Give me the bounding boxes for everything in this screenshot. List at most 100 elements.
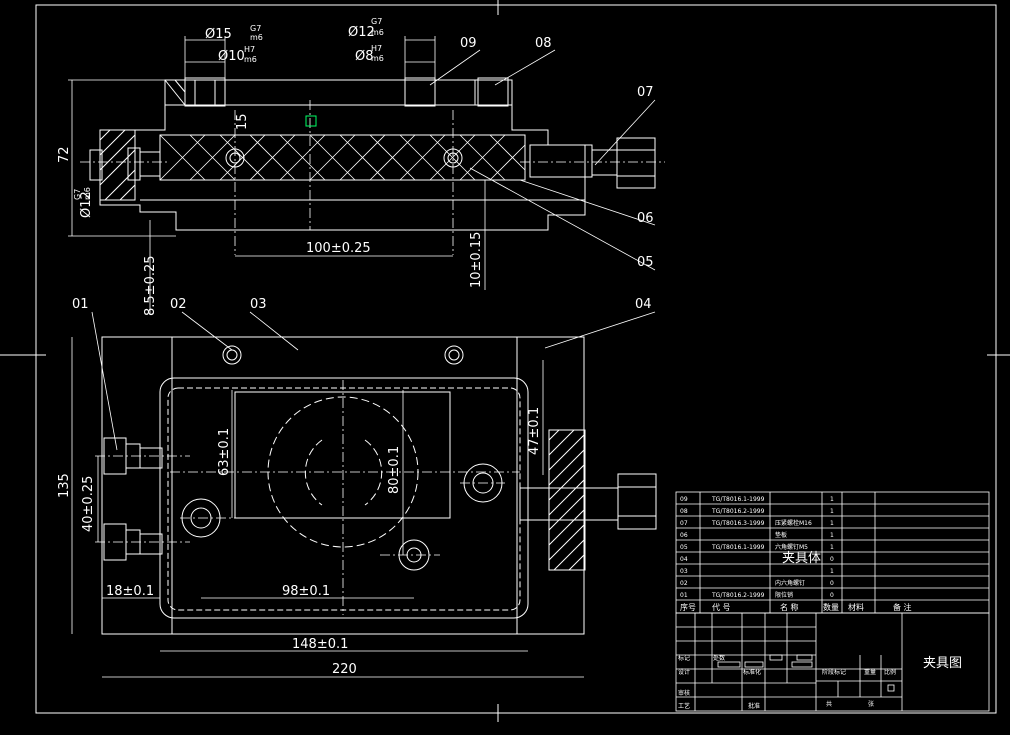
bom-header-no: 序号 (680, 602, 696, 612)
bom-cell-no: 06 (680, 532, 688, 539)
bom-cell-code: TG/T8016.2-1999 (711, 592, 765, 599)
bom-cell-qty: 1 (830, 532, 834, 539)
bom-cell-no: 03 (680, 568, 688, 575)
bom-header-material: 材料 (848, 602, 864, 612)
bom-cell-qty: 1 (830, 508, 834, 515)
dim-w148: 148±0.1 (292, 637, 348, 652)
dim-d12: Ø12 (348, 25, 375, 40)
bom-cell-code: TG/T8016.1-1999 (711, 496, 765, 503)
bom-cell-no: 02 (680, 580, 688, 587)
dim-d8-tol-bot: m6 (371, 54, 384, 63)
bom-cell-name: 内六角螺钉 (775, 579, 805, 587)
tb-zhang: 张 (868, 700, 874, 708)
title-block (675, 612, 990, 712)
dim-v63: 63±0.1 (217, 428, 232, 476)
callout-01: 01 (72, 297, 89, 312)
bom-cell-name: 垫板 (775, 531, 787, 539)
crosshatch (159, 134, 526, 181)
dim-d15: Ø15 (205, 27, 232, 42)
bom-cell-name: 压紧螺栓M16 (775, 519, 812, 527)
dim-w220: 220 (332, 662, 357, 677)
dim-d10-tol-top: H7 (244, 45, 255, 54)
tb-zhongliang: 重量 (864, 668, 876, 676)
dim-w18: 18±0.1 (106, 584, 154, 599)
tb-jieduan: 阶段标记 (822, 668, 846, 676)
tb-chuke: 处数 (713, 654, 725, 662)
callout-09: 09 (460, 36, 477, 51)
workpiece-section (159, 134, 526, 181)
bom-cell-qty: 1 (830, 544, 834, 551)
dim-v8-5: 8.5±0.25 (143, 255, 158, 316)
tb-biaoji: 标记 (678, 654, 690, 662)
tb-pizhun: 批准 (748, 702, 760, 710)
dim-d15-tol-bot: m6 (250, 33, 263, 42)
bom-headers: 序号 代 号 名 称 数量 材料 备 注 (680, 602, 912, 612)
tb-sheji: 设计 (678, 668, 690, 676)
drawing-title: 夹具图 (923, 656, 962, 671)
tb-gong: 共 (826, 700, 832, 708)
dim-w100: 100±0.25 (306, 241, 371, 256)
callout-04: 04 (635, 297, 652, 312)
bom-cell-no: 01 (680, 592, 688, 599)
callout-labels: 01 02 03 04 05 06 07 08 09 (72, 36, 654, 312)
leader-lines (91, 49, 656, 451)
callout-06: 06 (637, 211, 654, 226)
bom-header-code: 代 号 (712, 602, 731, 612)
tb-shenhe: 审核 (678, 689, 690, 697)
bom-cell-code: TG/T8016.3-1999 (711, 520, 765, 527)
bom-cell-no: 07 (680, 520, 688, 527)
snap-marker (305, 115, 317, 127)
dim-d12-side-tol-bot: m6 (83, 187, 92, 200)
dim-v40: 40±0.25 (81, 476, 96, 532)
title-block-text: 标记 处数 设计 标准化 阶段标记 重量 比例 审核 工艺 批准 共 张 (678, 654, 896, 710)
bom-table (675, 491, 990, 614)
tb-gongyi: 工艺 (678, 702, 690, 710)
dim-d10-tol-bot: m6 (244, 55, 257, 64)
bom-header-name: 名 称 (780, 602, 799, 612)
bom-cell-qty: 0 (830, 556, 834, 563)
centerlines-top (80, 100, 665, 255)
dim-h15: 15 (235, 113, 250, 130)
callout-07: 07 (637, 85, 654, 100)
bom-cell-code: TG/T8016.1-1999 (711, 544, 765, 551)
dim-d12-tol-bot: m6 (371, 28, 384, 37)
dim-h135: 135 (57, 473, 72, 498)
bom-cell-qty: 0 (830, 580, 834, 587)
dim-d12-side-tol-top: G7 (73, 189, 82, 200)
section-view (89, 77, 656, 231)
bom-cell-no: 09 (680, 496, 688, 503)
bom-cell-name: 六角螺钉M5 (775, 543, 808, 551)
dim-d10: Ø10 (218, 49, 245, 64)
dim-d15-tol-top: G7 (250, 24, 261, 33)
bom-cell-qty: 0 (830, 592, 834, 599)
dim-v80: 80±0.1 (387, 446, 402, 494)
big-label: 夹具体 (782, 551, 821, 566)
dim-d12-tol-top: G7 (371, 17, 382, 26)
callout-03: 03 (250, 297, 267, 312)
dimension-lines (68, 36, 584, 678)
tb-bili: 比例 (884, 668, 896, 676)
callout-08: 08 (535, 36, 552, 51)
callout-05: 05 (637, 255, 654, 270)
dim-d8-tol-top: H7 (371, 44, 382, 53)
tb-biaozhunhua: 标准化 (743, 668, 761, 676)
bom-cell-qty: 1 (830, 496, 834, 503)
dim-h72: 72 (57, 146, 72, 163)
bom-header-qty: 数量 (823, 602, 839, 612)
dimension-texts: Ø15 G7 m6 Ø10 H7 m6 Ø12 G7 m6 Ø8 H7 m6 7… (57, 17, 542, 677)
centerlines-plan (95, 380, 520, 615)
dim-v10: 10±0.15 (469, 232, 484, 288)
dim-v47: 47±0.1 (527, 407, 542, 455)
bom-cell-name: 限位销 (775, 591, 793, 599)
bom-cell-qty: 1 (830, 520, 834, 527)
dim-d12-side: Ø12 (79, 191, 94, 218)
bom-cell-code: TG/T8016.2-1999 (711, 508, 765, 515)
bom-header-remark: 备 注 (893, 602, 912, 612)
plan-view (101, 336, 657, 635)
callout-02: 02 (170, 297, 187, 312)
bom-cell-no: 05 (680, 544, 688, 551)
